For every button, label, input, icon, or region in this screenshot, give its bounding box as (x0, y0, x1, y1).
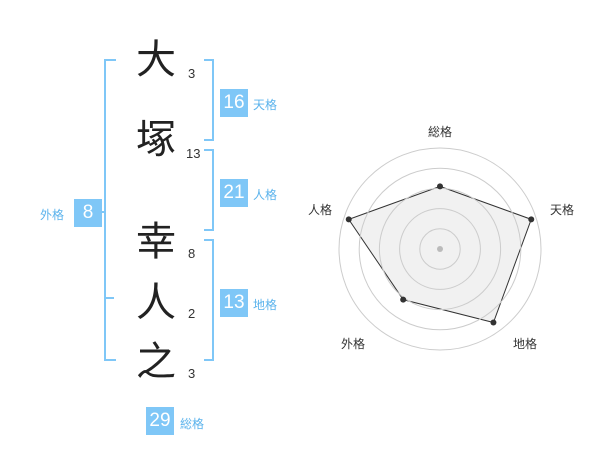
radar-inner-ring-3 (378, 187, 502, 311)
gaikaku-label: 外格 (40, 208, 65, 222)
stroke-count-4: 2 (188, 306, 196, 321)
radar-inner-ring-2 (399, 208, 481, 290)
chikaku-bracket (204, 239, 214, 361)
radar-point-5 (345, 216, 352, 223)
radar-ring-1 (419, 228, 461, 270)
radar-point-4 (400, 296, 407, 303)
jinkaku-bracket (204, 149, 214, 231)
radar-point-3 (490, 319, 497, 326)
tenkaku-bracket (204, 59, 214, 141)
radar-center-dot (437, 246, 443, 252)
radar-inner-ring-1 (419, 228, 461, 270)
stroke-count-2: 13 (186, 146, 201, 161)
radar-ring-3 (378, 187, 502, 311)
gaikaku-bracket (104, 59, 116, 361)
radar-ring-4 (358, 167, 522, 331)
stroke-count-5: 3 (188, 366, 196, 381)
name-char-5: 之 (136, 339, 176, 385)
chikaku-value-badge: 13 (220, 289, 248, 317)
name-char-4: 人 (136, 280, 176, 326)
name-char-2: 塚 (136, 117, 176, 163)
jinkaku-value-badge: 21 (220, 179, 248, 207)
radar-inner-ring-4 (358, 167, 522, 331)
stroke-count-1: 3 (188, 66, 196, 81)
soukaku-label: 総格 (180, 417, 205, 431)
name-char-3: 幸 (136, 219, 176, 265)
chikaku-label: 地格 (253, 298, 278, 312)
radar-axis-label-jinkaku: 人格 (307, 203, 332, 217)
radar-point-1 (437, 183, 443, 190)
radar-ring-2 (399, 208, 481, 290)
radar-polygon (347, 185, 532, 324)
jinkaku-label: 人格 (253, 188, 278, 202)
stroke-count-3: 8 (188, 246, 196, 261)
name-char-1: 大 (136, 37, 176, 83)
radar-axis-label-gaikaku: 外格 (340, 337, 365, 351)
gaikaku-value-badge: 8 (74, 199, 102, 227)
radar-ring-5 (338, 147, 542, 351)
soukaku-value-badge: 29 (146, 407, 174, 435)
surname-divider (104, 297, 114, 299)
radar-axis-label-chikaku: 地格 (512, 337, 537, 351)
radar-axis-label-tenkaku: 天格 (549, 203, 574, 217)
tenkaku-label: 天格 (253, 98, 278, 112)
radar-axis-label-soukaku: 総格 (427, 125, 452, 139)
tenkaku-value-badge: 16 (220, 89, 248, 117)
radar-point-2 (528, 216, 535, 223)
